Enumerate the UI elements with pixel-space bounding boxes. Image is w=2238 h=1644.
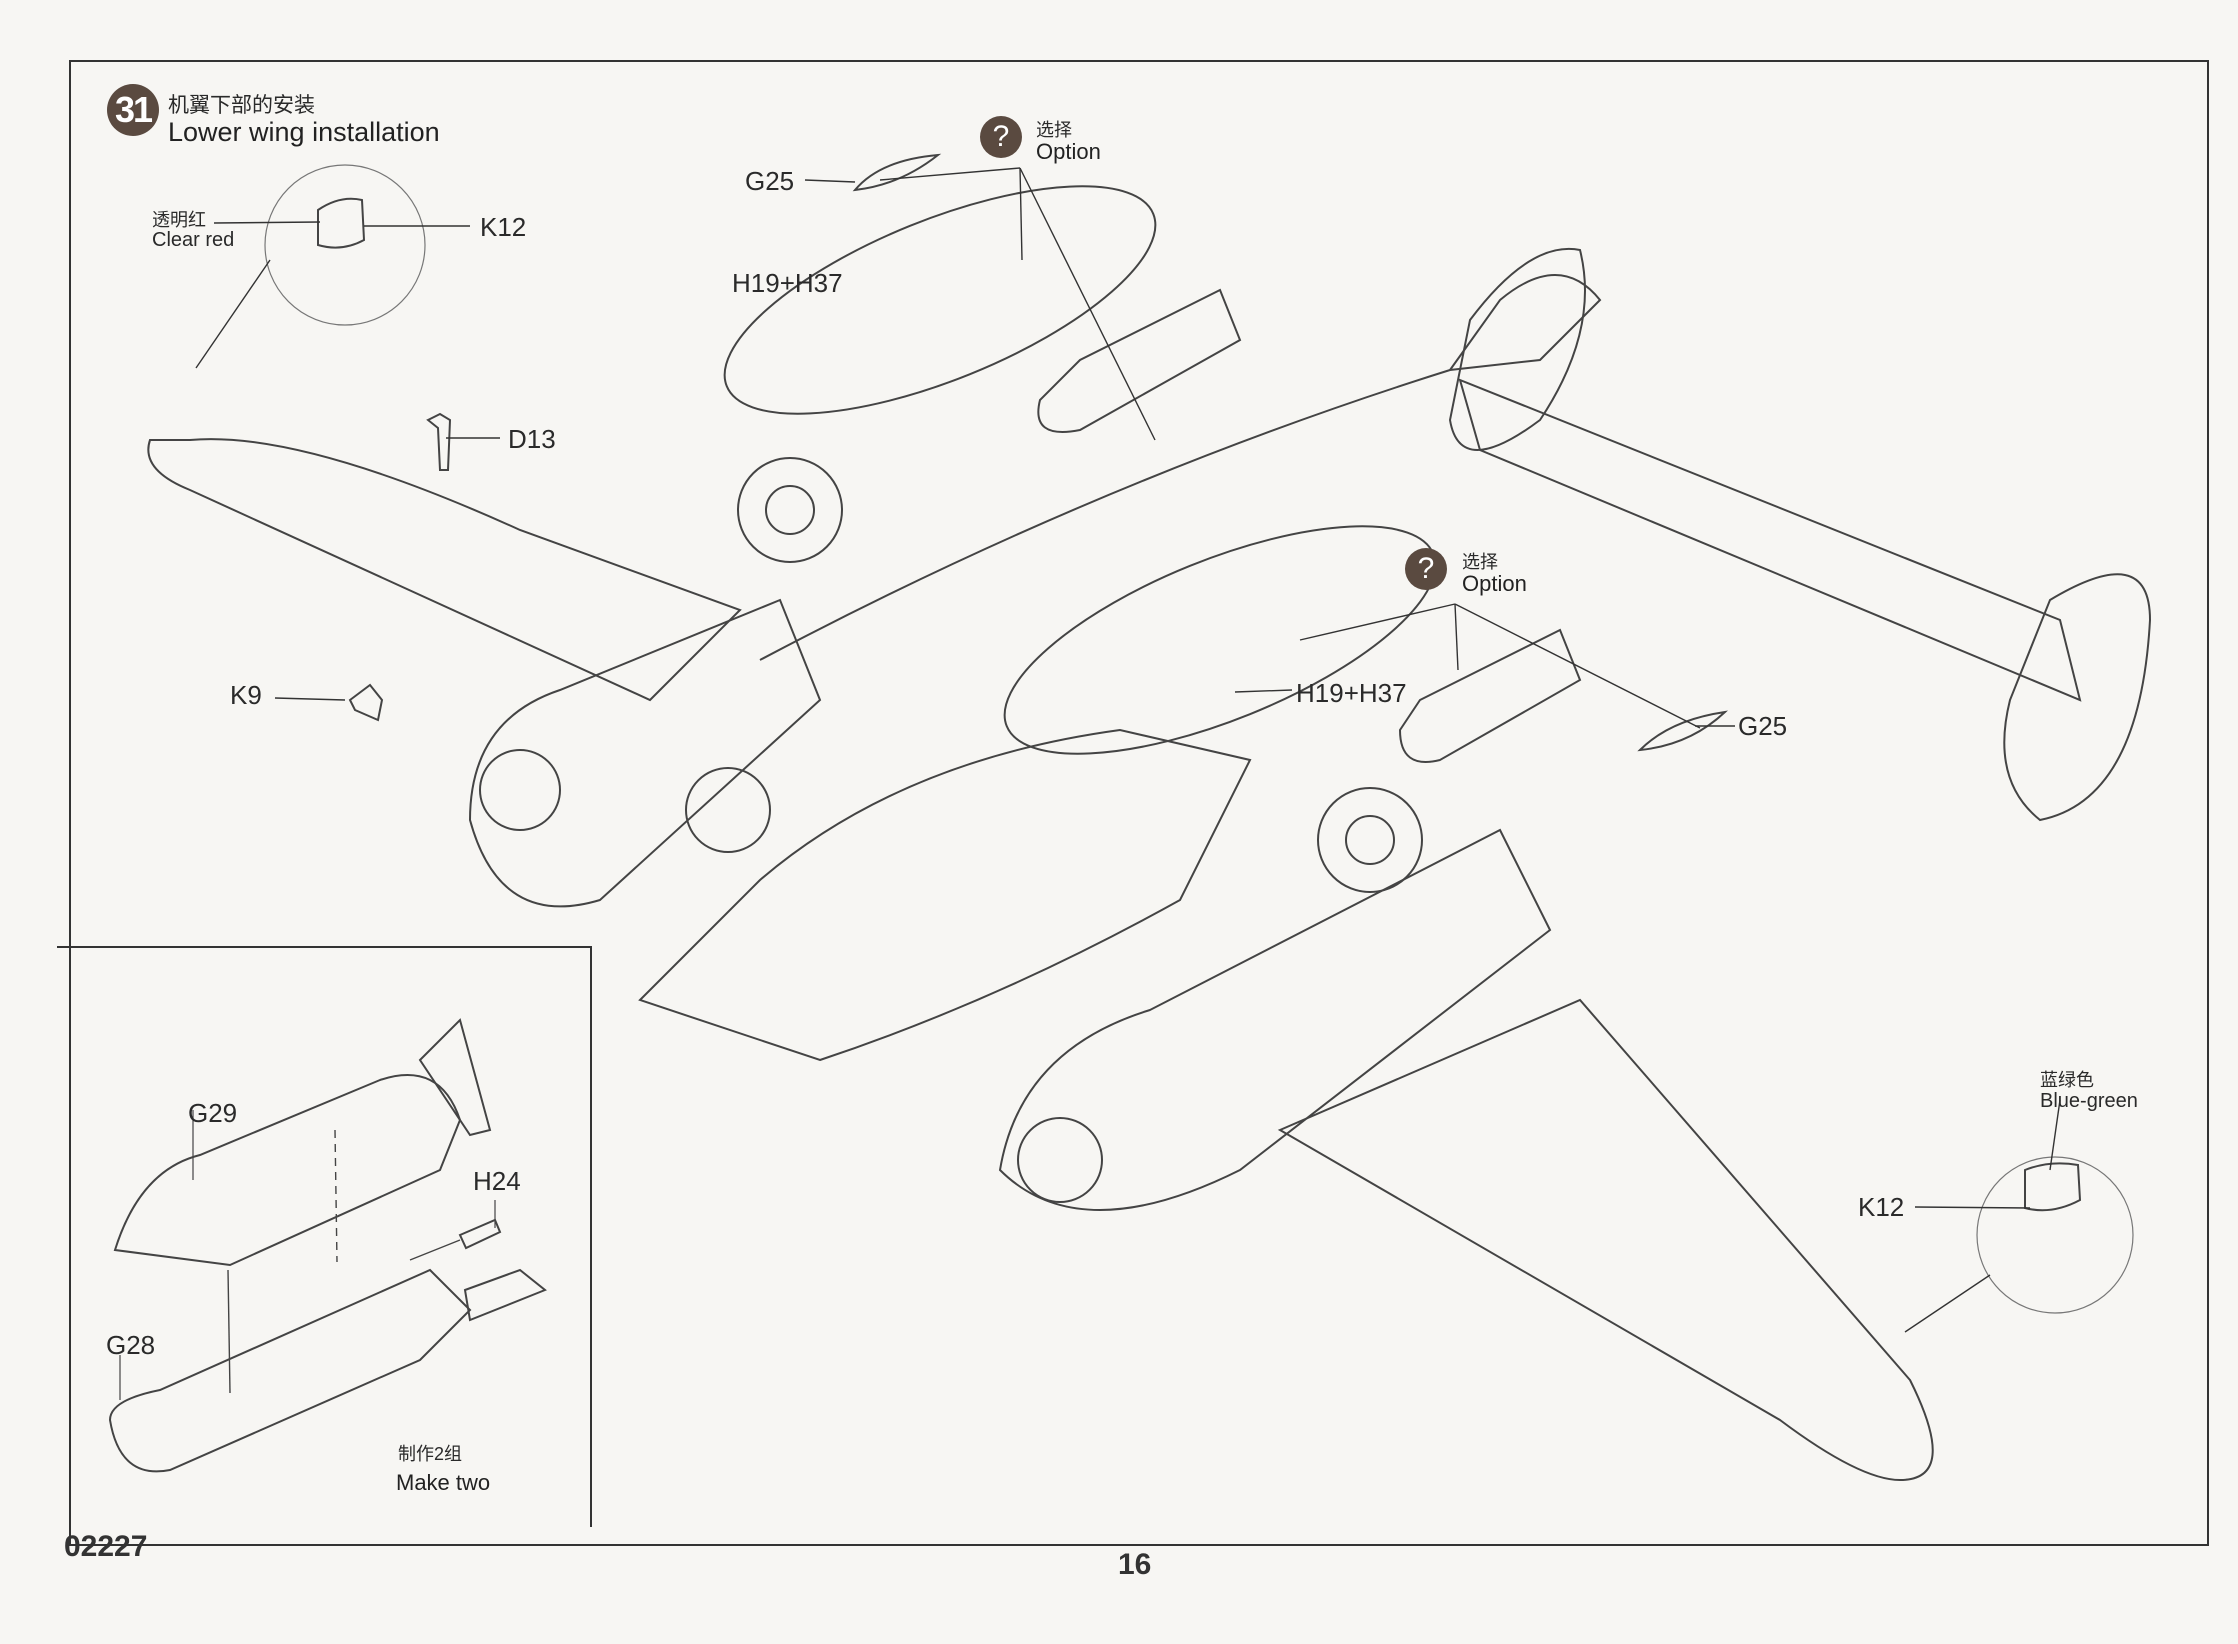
detail-circle-bottom [1976, 1156, 2134, 1314]
option-label-mid: Option [1462, 571, 1527, 596]
part-label-g28: G28 [106, 1330, 156, 1360]
left-nacelle [468, 598, 822, 908]
right-nacelle [998, 828, 1552, 1211]
color-note-blue-green: Blue-green [2040, 1090, 2138, 1112]
part-label-h19-h37-mid: H19+H37 [1296, 678, 1407, 708]
color-note-clear-red: Clear red [152, 229, 235, 251]
part-d13 [426, 412, 452, 471]
make-two-cn: 制作2组 [398, 1444, 463, 1464]
part-g25-mid [1637, 710, 1728, 752]
bomb-top [1037, 288, 1242, 433]
inset-panel [57, 946, 592, 1527]
part-g29-fin [418, 1018, 492, 1137]
right-propeller-hub [1017, 1117, 1103, 1203]
horizontal-stabilizer [1458, 378, 2082, 702]
left-fin [1448, 247, 1586, 451]
left-propeller-hub [479, 749, 561, 831]
wheel-left-inner [765, 485, 815, 535]
part-label-g25-mid: G25 [1738, 711, 1788, 741]
part-g28 [108, 1268, 472, 1473]
part-h24 [458, 1218, 502, 1250]
central-fuselage [638, 728, 1252, 1062]
left-wing [147, 438, 742, 702]
lens-k12-top [317, 197, 366, 249]
make-two-label: Make two [396, 1470, 491, 1495]
part-g28-fin [463, 1268, 547, 1322]
drop-tank-top [723, 185, 1157, 415]
step-title-en: Lower wing installation [168, 117, 440, 147]
right-fin [2003, 573, 2152, 822]
lens-k12-bottom [2024, 1162, 2082, 1212]
step-title-cn: 机翼下部的安装 [168, 94, 315, 117]
wheel-right [1317, 787, 1423, 893]
color-note-cn-blue-green: 蓝绿色 [2040, 1070, 2094, 1090]
right-tail-boom [759, 274, 1602, 661]
wheel-right-inner [1345, 815, 1395, 865]
part-label-h24: H24 [473, 1166, 521, 1196]
wheel-left [737, 457, 843, 563]
part-label-k9: K9 [230, 680, 262, 710]
option-label-cn-top: 选择 [1036, 120, 1072, 140]
option-icon-top: ? [980, 116, 1022, 158]
page-frame [69, 60, 2209, 1546]
part-k9 [348, 683, 384, 722]
option-label-cn-mid: 选择 [1462, 552, 1498, 572]
part-label-h19-h37-top: H19+H37 [732, 268, 843, 298]
part-label-d13: D13 [508, 424, 556, 454]
option-label-top: Option [1036, 139, 1101, 164]
nose-wheel [685, 767, 771, 853]
detail-circle-top [264, 164, 426, 326]
kit-code: 02227 [64, 1530, 148, 1563]
page-number: 16 [1118, 1548, 1152, 1581]
color-note-cn-clear-red: 透明红 [152, 210, 206, 230]
part-label-k12-bottom: K12 [1858, 1192, 1905, 1222]
right-wing [1277, 998, 1934, 1482]
option-icon-mid: ? [1405, 548, 1447, 590]
bomb-mid [1398, 628, 1582, 763]
part-label-k12-top: K12 [480, 212, 527, 242]
part-g29 [113, 1074, 462, 1267]
part-g25-top [852, 153, 942, 192]
inset-bomb-assembly [108, 1018, 547, 1473]
part-label-g29: G29 [188, 1098, 238, 1128]
step-number-badge: 31 [107, 84, 159, 136]
part-label-g25-top: G25 [745, 166, 795, 196]
